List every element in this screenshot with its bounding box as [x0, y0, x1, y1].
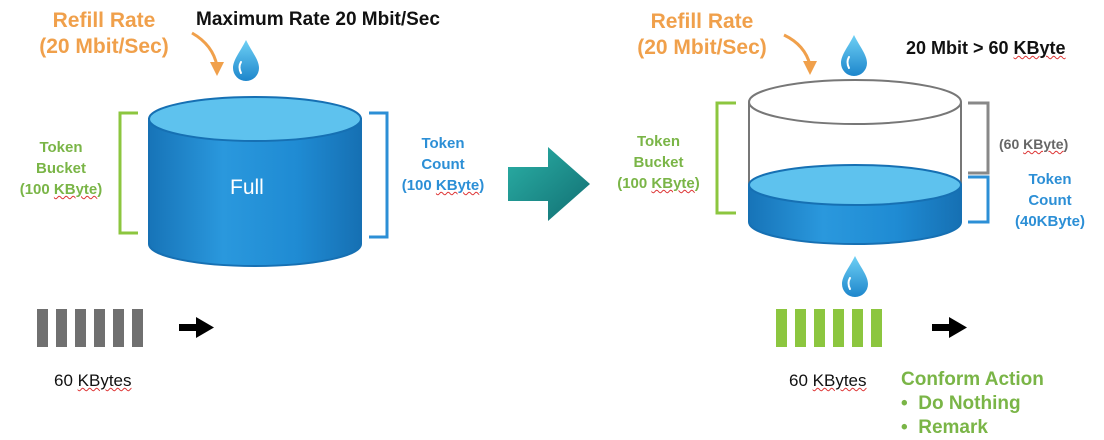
right-arrow-icon — [179, 317, 214, 338]
water-drop-icon — [842, 256, 868, 297]
token-bucket-partial — [748, 79, 962, 245]
right-arrow-icon — [932, 317, 967, 338]
refill-arrow-right — [783, 33, 817, 75]
token-count-bracket-right — [968, 175, 990, 224]
token-count-label-right: Token Count (40KByte) — [1014, 171, 1086, 230]
packet-bar — [776, 309, 787, 347]
maximum-rate-label: Maximum Rate 20 Mbit/Sec — [196, 9, 440, 30]
conform-action-title: Conform Action — [901, 369, 1044, 390]
bucket-state-label: Full — [230, 176, 264, 199]
water-drop-icon — [841, 35, 867, 76]
conform-action-item: • Do Nothing — [901, 393, 1021, 414]
packets-size-label-right: 60 KBytes — [789, 371, 867, 390]
refill-rate-label-right: Refill Rate (20 Mbit/Sec) — [637, 10, 767, 59]
empty-space-bracket — [968, 101, 990, 175]
conversion-label: 20 Mbit > 60 KByte — [906, 38, 1066, 58]
token-bucket-label-right: Token Bucket (100 KByte) — [617, 133, 700, 192]
packet-bar — [814, 309, 825, 347]
token-count-label-left: Token Count (100 KByte) — [401, 135, 485, 194]
packets-right — [776, 309, 882, 347]
token-bucket-bracket-left — [118, 111, 138, 235]
token-bucket-label-left: Token Bucket (100 KByte) — [19, 139, 103, 198]
water-drop-icon — [233, 40, 259, 81]
packet-bar — [37, 309, 48, 347]
right-arrow-icon — [508, 147, 590, 221]
conform-action-block: Conform Action • Do Nothing • Remark — [901, 368, 1044, 440]
packet-bar — [132, 309, 143, 347]
packet-bar — [795, 309, 806, 347]
packet-bar — [56, 309, 67, 347]
token-count-bracket-left — [369, 111, 389, 239]
token-bucket-full — [148, 96, 362, 267]
packet-bar — [94, 309, 105, 347]
packet-bar — [833, 309, 844, 347]
refill-arrow-left — [191, 31, 224, 76]
conform-action-item: • Remark — [901, 417, 988, 438]
refill-rate-label-left: Refill Rate (20 Mbit/Sec) — [39, 9, 169, 58]
packets-left — [37, 309, 143, 347]
token-bucket-bracket-right — [715, 101, 736, 215]
empty-space-label: (60 KByte) — [999, 136, 1069, 152]
packets-size-label-left: 60 KBytes — [54, 371, 132, 390]
packet-bar — [871, 309, 882, 347]
packet-bar — [852, 309, 863, 347]
packet-bar — [75, 309, 86, 347]
packet-bar — [113, 309, 124, 347]
